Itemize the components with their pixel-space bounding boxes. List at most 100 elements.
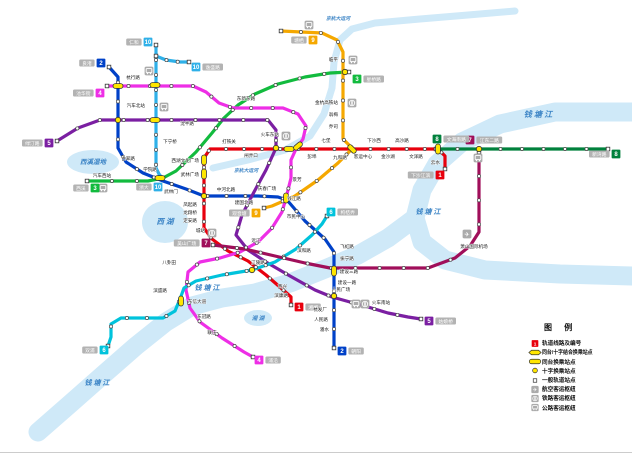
station-dot: [202, 201, 206, 206]
station-label: 临平: [329, 56, 339, 63]
station-dot: [263, 263, 268, 268]
station-dot: [332, 251, 336, 256]
lake-label: 湘 湖: [252, 315, 266, 322]
train-glyph: [348, 99, 356, 107]
terminus-station-square: [278, 28, 284, 34]
station-label: 客运中心: [354, 153, 373, 160]
station-label: 汽车北站: [127, 102, 146, 109]
station-dot: [184, 279, 189, 284]
transfer-cross-marker: [341, 68, 349, 76]
transfer-cross-marker: [114, 116, 122, 124]
station-dot: [97, 118, 102, 123]
station-label: 彭埠: [307, 153, 317, 160]
station-label: 学院路: [143, 166, 157, 173]
station-dot: [254, 240, 259, 245]
transfer-pill-marker: [201, 154, 207, 166]
terminus-label: 湘湖: [308, 304, 318, 311]
station-dot: [368, 147, 373, 151]
station-label: 下宁桥: [163, 138, 177, 145]
water-label: 钱 塘 江: [416, 207, 442, 216]
station-dot: [202, 219, 206, 224]
station-dot: [186, 283, 191, 288]
station-dot: [253, 265, 258, 270]
station-dot: [332, 289, 336, 294]
terminus-label-box: [476, 136, 503, 144]
metro-line-10b: [154, 54, 191, 64]
legend-label: 铁路客运枢纽: [542, 396, 576, 403]
station-dot: [330, 166, 334, 171]
station-dot: [265, 118, 270, 122]
station-dot: [241, 118, 246, 122]
station-dot: [197, 319, 202, 324]
terminus-label: 观音塘: [232, 210, 247, 217]
hubs-layer: ✈: [98, 20, 483, 309]
station-dot: [304, 283, 309, 288]
river-qiantang-main: [28, 208, 425, 442]
terminus-label: 仁和: [129, 39, 139, 46]
station-dot: [332, 327, 336, 331]
station-label: 武林广场: [181, 171, 200, 178]
station-label: 建国北路: [235, 199, 254, 206]
station-label: 建设一路: [338, 279, 357, 286]
river-qiantang-east-loop: [405, 102, 632, 286]
station-dot: [197, 145, 202, 150]
station-dot: [283, 271, 288, 276]
station-dot: [154, 58, 158, 62]
transfer-pill-marker: [178, 295, 184, 307]
station-dot: [455, 147, 460, 151]
line-number-badge: [611, 149, 621, 159]
legend-label: 航空客运枢纽: [542, 387, 576, 394]
station-dot: [235, 250, 240, 255]
station-dot: [303, 126, 308, 130]
station-label: 西湖文化广场: [171, 157, 199, 164]
legend-label: 公路客运枢纽: [542, 405, 576, 412]
bus-hub-icon: [473, 153, 483, 163]
legend-label: 十字换乘站点: [542, 368, 576, 375]
terminus-station-square: [153, 53, 159, 59]
station-dot: [126, 84, 131, 88]
station-dot: [563, 147, 567, 151]
station-dot: [206, 148, 211, 153]
line-number: 5: [427, 319, 431, 325]
line-number: 2: [340, 349, 344, 355]
train-hub-icon: [281, 131, 291, 141]
transfer-pill-marker: [149, 82, 161, 88]
line-2-terminus: 朝阳2: [337, 346, 364, 356]
train-glyph-bar: [211, 231, 213, 235]
metro-line-10: [154, 43, 164, 180]
station-dot: [273, 83, 278, 87]
lake-label: 西溪湿地: [80, 158, 108, 166]
line-number-badge: [254, 355, 264, 365]
line-number-badge: [435, 170, 445, 180]
station-dot: [236, 225, 241, 230]
legend-icon-bus: [531, 403, 539, 412]
terminus-station-square: [84, 178, 90, 184]
lake-label: 西 湖: [156, 217, 175, 226]
terminus-label-box: [407, 171, 434, 179]
bus-glyph: [532, 405, 538, 410]
station-label: 近江: [251, 237, 261, 244]
station-label: 钱江路: [287, 195, 301, 202]
legend-icon-train: [531, 394, 539, 403]
station-dot: [341, 118, 345, 123]
station-dot: [243, 194, 248, 198]
station-label: 文泽路: [409, 153, 423, 160]
station-label: 龙翔桥: [183, 209, 197, 216]
bus-hub-icon: [531, 403, 539, 412]
station-dot: [404, 147, 409, 151]
legend-label: 一般轨道站点: [542, 378, 576, 385]
line-number: 3: [93, 186, 97, 192]
legend-icon-plane: ✈: [531, 385, 539, 393]
station-dot: [232, 344, 237, 348]
terminus-label: 吴山广场: [177, 240, 196, 247]
terminus-station-square: [418, 316, 424, 322]
station-dot: [291, 110, 296, 115]
train-glyph-bar: [364, 302, 366, 306]
station-dot: [342, 138, 346, 142]
